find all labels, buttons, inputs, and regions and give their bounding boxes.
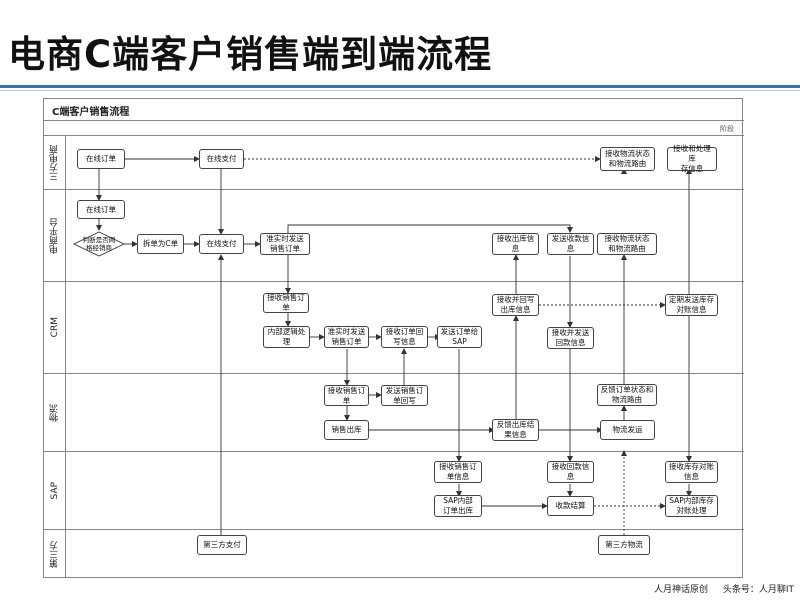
- lane-crm: CRM: [44, 281, 744, 373]
- node-recv-writeback-crm: 接收并回写 出库信息: [492, 294, 539, 316]
- lane-sap: SAP: [44, 451, 744, 529]
- node-recv-sales-order-crm: 接收销售订 单: [263, 293, 309, 313]
- lane-third-party: 第三方: [44, 529, 744, 578]
- node-payment-settlement: 收款结算: [547, 496, 594, 516]
- node-third-party-logistics: 第三方物流: [598, 535, 650, 555]
- node-internal-logic-crm: 内部逻辑处 理: [263, 326, 310, 348]
- node-sap-internal-outbound: SAP内部 订单出库: [434, 495, 482, 517]
- flow-diagram: C端客户销售流程 阶段 三方电商 电商平台 CRM 物流 SAP 第三方: [43, 98, 744, 578]
- node-online-pay-3p: 在线支付: [199, 149, 244, 169]
- lane-ecommerce-platform: 电商平台: [44, 189, 744, 281]
- lane-logistics: 物流: [44, 373, 744, 451]
- node-sales-outbound-lg: 销售出库: [324, 420, 369, 440]
- node-send-order-writeback-lg: 发送销售订 单回写: [381, 385, 428, 406]
- node-recv-logistics-3p: 接收物流状态 和物流路由: [600, 147, 655, 171]
- node-recv-payment-sap: 接收回款信 息: [547, 461, 594, 483]
- connector-lines: [72, 156, 692, 535]
- node-recv-sales-order-lg: 接收销售订 单: [324, 385, 369, 406]
- node-send-payment-pf: 发送收款信 息: [547, 233, 594, 255]
- node-rt-send-crm: 准实时发送 销售订单: [324, 326, 369, 348]
- title-divider-thin: [0, 90, 800, 91]
- node-recv-stock-3p: 接收和处理库 存信息: [667, 144, 717, 173]
- phase-label: 阶段: [720, 125, 734, 133]
- lane-third-party-ecommerce: 三方电商: [44, 135, 744, 189]
- node-feedback-logistics-lg: 反馈订单状态和 物流路由: [597, 384, 657, 406]
- node-periodic-stock-crm: 定期发送库存 对账信息: [665, 294, 718, 316]
- node-recv-order-writeback-crm: 接收订单回 写信息: [381, 326, 428, 348]
- footer-credit: 人月神话原创 头条号：人月聊IT: [642, 582, 794, 595]
- node-split-c-order: 拆单为C单: [137, 234, 184, 254]
- footer-author: 人月神话原创: [653, 585, 708, 595]
- node-online-order-pf: 在线订单: [77, 200, 125, 219]
- node-third-party-pay: 第三方支付: [197, 535, 247, 555]
- page-title: 电商C端客户销售端到端流程: [8, 33, 493, 76]
- decision-diamond: [72, 231, 126, 257]
- node-recv-outbound-pf: 接收出库信 息: [492, 233, 539, 255]
- node-send-order-sap-crm: 发送订单给 SAP: [437, 326, 482, 348]
- node-logistics-ship-lg: 物流发运: [600, 420, 655, 440]
- diagram-title: C端客户销售流程: [44, 99, 744, 121]
- node-online-pay-pf: 在线支付: [199, 234, 244, 254]
- node-feedback-outbound-lg: 反馈出库结 果信息: [492, 419, 539, 441]
- node-recv-send-payment-crm: 接收并发送 回款信息: [547, 327, 594, 349]
- node-online-order-3p: 在线订单: [77, 149, 125, 169]
- node-recv-logistics-pf: 接收物流状态 和物流路由: [597, 233, 657, 255]
- title-divider: [0, 85, 800, 88]
- node-sap-internal-stock: SAP内部库存 对账处理: [665, 495, 718, 517]
- decision-label: 判断是否网 格经销商: [82, 236, 116, 252]
- node-recv-sales-order-sap: 接收销售订 单信息: [434, 461, 482, 483]
- node-recv-stock-sap: 接收库存对账 信息: [665, 461, 718, 483]
- node-rt-send-order-pf: 准实时发送 销售订单: [260, 233, 310, 255]
- footer-channel: 头条号：人月聊IT: [722, 585, 794, 595]
